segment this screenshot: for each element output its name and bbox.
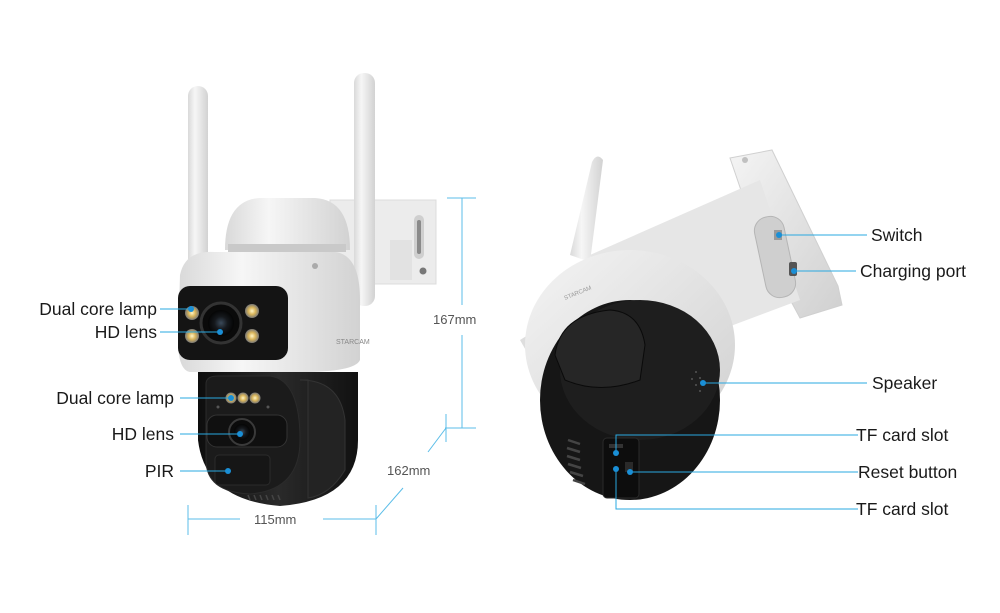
- label-lower-hd-lens: HD lens: [111, 424, 174, 444]
- label-upper-dual-core-lamp: Dual core lamp: [39, 299, 157, 319]
- dimension-depth: 162mm: [387, 463, 431, 478]
- front-brand-mark: STARCAM: [336, 339, 370, 346]
- label-lower-dual-core-lamp: Dual core lamp: [56, 388, 174, 408]
- dimension-lines: [187, 197, 476, 535]
- rear-callout-dots: [613, 232, 797, 475]
- label-pir-sensor: PIR: [144, 461, 174, 481]
- rear-callout-lines: [615, 234, 867, 510]
- label-switch: Switch: [871, 225, 923, 245]
- front-callout-lines: [160, 308, 240, 472]
- label-upper-hd-lens: HD lens: [94, 322, 157, 342]
- label-reset-button: Reset button: [858, 462, 958, 482]
- label-speaker: Speaker: [872, 373, 938, 393]
- rear-camera-illustration: STARCAM: [520, 149, 843, 500]
- front-camera-illustration: STARCAM: [178, 73, 437, 506]
- label-tf-card-slot-1: TF card slot: [856, 425, 949, 445]
- dimension-height: 167mm: [433, 312, 477, 327]
- label-tf-card-slot-2: TF card slot: [856, 499, 949, 519]
- label-charging-port: Charging port: [860, 261, 967, 281]
- front-callout-dots: [188, 306, 243, 474]
- dimension-width: 115mm: [254, 512, 297, 527]
